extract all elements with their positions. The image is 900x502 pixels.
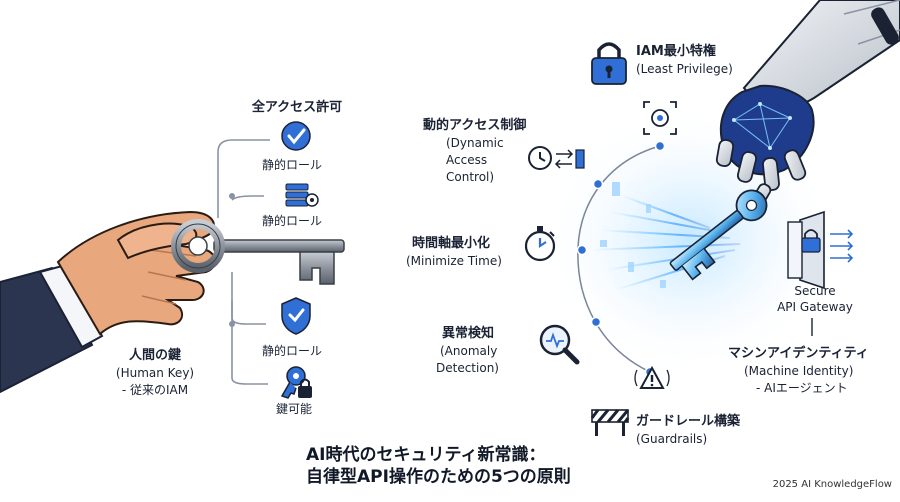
main-title-line-1: AI時代のセキュリティ新常識：	[306, 445, 546, 465]
key-lock-icon	[280, 366, 312, 399]
human-key-title: 人間の鍵	[128, 348, 181, 363]
magnifier-pulse-icon	[539, 324, 580, 365]
static-role-label-2: 静的ロール	[262, 214, 323, 228]
anomaly-en-1: (Anomaly	[440, 344, 498, 358]
least-privilege-en: (Least Privilege)	[636, 62, 733, 76]
padlock-icon	[591, 42, 627, 85]
key-ability-label: 鍵可能	[276, 402, 313, 416]
shirt-cuff	[38, 264, 104, 349]
metal-key	[171, 219, 345, 285]
main-title-line-2: 自律型API操作のための5つの原則	[306, 467, 571, 487]
blue-digital-key	[669, 189, 768, 281]
guardrails-en: (Guardrails)	[636, 432, 708, 446]
suit-sleeve	[0, 266, 94, 394]
credit-text: 2025 AI KnowledgeFlow	[772, 479, 892, 490]
gateway-label-2: API Gateway	[777, 300, 853, 314]
guardrails-title: ガードレール構築	[636, 414, 741, 429]
dynamic-access-en-1: (Dynamic	[446, 136, 504, 150]
anomaly-en-2: Detection)	[436, 361, 499, 375]
static-role-label-1: 静的ロール	[262, 158, 323, 172]
dynamic-access-en-2: Access	[446, 153, 488, 167]
dynamic-access-title: 動的アクセス制御	[423, 118, 527, 133]
target-focus-icon	[643, 101, 677, 135]
barrier-icon	[590, 409, 630, 436]
dynamic-access-en-3: Control)	[446, 170, 495, 184]
machine-identity-title: マシンアイデンティティ	[728, 346, 869, 361]
static-role-label-3: 静的ロール	[262, 344, 323, 358]
human-key-en: (Human Key)	[115, 366, 195, 380]
anomaly-title: 異常検知	[442, 326, 495, 341]
minimize-time-en: (Minimize Time)	[406, 254, 502, 268]
machine-identity-en: (Machine Identity)	[744, 364, 854, 378]
access-all-label: 全アクセス許可	[251, 100, 343, 115]
shield-check-icon	[281, 297, 311, 335]
check-circle-icon	[281, 121, 311, 151]
robot-hand	[669, 0, 900, 281]
main-title: AI時代のセキュリティ新常識： 自律型API操作のための5つの原則	[306, 444, 571, 488]
api-gateway-icon	[787, 210, 854, 290]
server-gear-icon	[285, 183, 319, 207]
gateway-label-1: Secure	[794, 284, 836, 298]
clock-arrows-icon	[528, 146, 585, 170]
stopwatch-icon	[524, 226, 556, 262]
least-privilege-title: IAM最小特権	[636, 44, 716, 59]
machine-identity-sub: - AIエージェント	[756, 381, 848, 395]
minimize-time-title: 時間軸最小化	[412, 236, 491, 251]
warning-icon	[634, 365, 670, 389]
human-key-sub: - 従来のIAM	[121, 383, 189, 397]
human-key-illustration	[0, 139, 345, 394]
